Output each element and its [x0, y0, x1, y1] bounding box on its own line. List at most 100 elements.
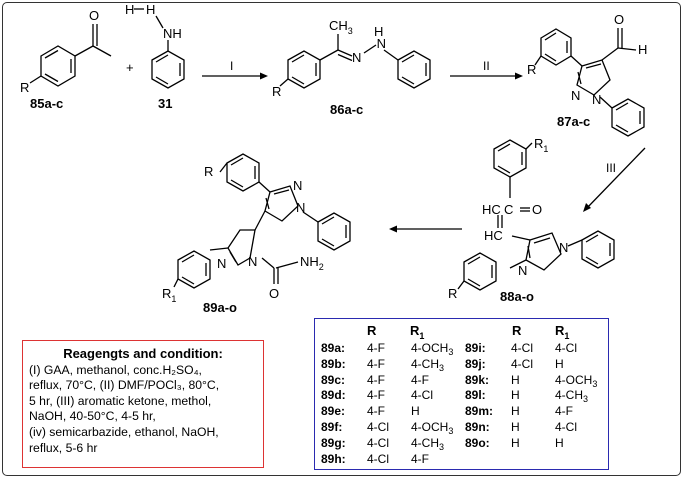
conditions-line-5: (iv) semicarbazide, ethanol, NaOH, — [29, 424, 219, 439]
compound-label-87: 87a-c — [557, 114, 590, 129]
header-r1-right: R1 — [555, 323, 570, 341]
compound-id: 89m: — [465, 404, 494, 419]
atom-HC-88b: HC — [484, 228, 503, 243]
substituent-r1: 4-F — [411, 451, 429, 466]
substituent-r1: 4-Cl — [555, 420, 578, 434]
atom-NH-86: NH — [374, 24, 386, 51]
compound-id: 89b: — [321, 356, 346, 371]
structure-85 — [29, 24, 112, 87]
conditions-line-2: reflux, 70°C, (II) DMF/POCl₃, 80°C, — [29, 378, 220, 393]
conditions-line-6: reflux, 5-6 hr — [29, 440, 98, 455]
atom-N2-88: N — [518, 263, 527, 278]
structure-87 — [534, 28, 645, 137]
substituent-r1: 4-OCH3 — [411, 341, 454, 357]
substituent-r: H — [511, 435, 520, 450]
plus-sign: + — [126, 60, 134, 75]
reagents-conditions-box: Reagengts and condition: (I) GAA, methan… — [22, 340, 264, 468]
atom-H-31b: H — [125, 2, 134, 17]
substituent-r: 4-Cl — [511, 341, 534, 355]
atom-R-88: R — [448, 286, 457, 301]
atom-H-87: H — [638, 42, 647, 57]
compound-id: 89j: — [465, 356, 486, 371]
compound-label-88: 88a-o — [500, 289, 534, 304]
conditions-title: Reagengts and condition: — [63, 346, 223, 361]
atom-R-87: R — [527, 62, 536, 77]
compound-id: 89n: — [465, 420, 490, 434]
substituent-r: H — [511, 420, 520, 434]
scheme-frame — [2, 2, 681, 476]
conditions-line-4: NaOH, 40-50°C, 4-5 hr, — [29, 409, 156, 424]
substituent-r1: 4-OCH3 — [411, 420, 454, 436]
structure-89 — [173, 153, 351, 289]
conditions-line-1: (I) GAA, methanol, conc.H₂SO₄, — [29, 362, 202, 377]
substituent-r1: 4-CH3 — [555, 388, 589, 405]
substituent-r: 4-Cl — [511, 356, 534, 371]
atom-N1-88: N — [559, 240, 568, 255]
atom-O-87: O — [614, 12, 624, 27]
atom-R-89: R — [204, 164, 213, 179]
atom-N1-89: N — [296, 200, 305, 215]
substituent-r: 4-Cl — [367, 451, 390, 466]
atom-R1-89: R1 — [162, 286, 176, 304]
compound-id: 89k: — [465, 372, 490, 387]
substituent-r: 4-F — [367, 404, 385, 419]
atom-O-85: O — [89, 8, 99, 23]
substituent-r1: 4-F — [411, 372, 429, 387]
atom-O-89: O — [269, 286, 279, 301]
substituent-r1: 4-OCH3 — [555, 372, 598, 389]
structure-88 — [457, 139, 615, 291]
atom-H-31a: H — [146, 2, 155, 17]
compound-id: 89i: — [465, 341, 486, 355]
compound-id: 89f: — [321, 420, 343, 434]
substituent-r: H — [511, 404, 520, 419]
substituent-r1: 4-CH3 — [411, 435, 445, 452]
structure-86 — [279, 34, 431, 89]
substituent-r1: 4-Cl — [411, 388, 434, 403]
step-label-2: II — [483, 59, 490, 73]
compound-id: 89c: — [321, 372, 346, 387]
atom-N-pyrazoline-89: N — [248, 254, 257, 269]
compound-label-89: 89a-o — [203, 300, 237, 315]
substituent-r: 4-F — [367, 372, 385, 387]
substituent-r: 4-F — [367, 341, 385, 355]
atom-NH-31: NH — [163, 26, 182, 41]
arrow-step-3 — [585, 147, 646, 210]
substituent-r: H — [511, 372, 520, 387]
header-r-right: R — [512, 323, 522, 338]
conditions-line-3: 5 hr, (III) aromatic ketone, methol, — [29, 393, 212, 408]
atom-N-eq-89: N — [217, 256, 226, 271]
atom-R-85: R — [20, 80, 29, 95]
substituent-r: 4-Cl — [367, 420, 390, 434]
compound-id: 89e: — [321, 404, 346, 419]
atom-N2-89: N — [293, 178, 302, 193]
atom-R1-88: R1 — [534, 136, 548, 154]
atom-N1-86: N — [352, 50, 361, 65]
atom-HC-88a: HC — [482, 202, 501, 217]
atom-C-88: C — [504, 202, 513, 217]
substituent-r: H — [511, 388, 520, 403]
substituent-r1: H — [555, 435, 564, 450]
atom-O-88: O — [532, 202, 542, 217]
compound-id: 89o: — [465, 435, 490, 450]
substituent-r: 4-Cl — [367, 435, 390, 450]
step-label-1: I — [230, 59, 233, 73]
substituent-r1: 4-CH3 — [411, 356, 445, 373]
compound-label-31: 31 — [158, 96, 172, 111]
atom-N1-87: N — [592, 92, 601, 107]
compound-label-85: 85a-c — [30, 96, 63, 111]
compound-label-86: 86a-c — [330, 102, 363, 117]
compound-id: 89g: — [321, 435, 346, 450]
compound-id: 89h: — [321, 451, 346, 466]
compound-id: 89l: — [465, 388, 486, 403]
substituent-r: 4-F — [367, 388, 385, 403]
substituent-r1: 4-F — [555, 404, 573, 419]
compound-id: 89d: — [321, 388, 346, 403]
compound-id: 89a: — [321, 341, 346, 355]
atom-N2-87: N — [571, 88, 580, 103]
atom-R-86: R — [272, 84, 281, 99]
substituent-r1: H — [555, 356, 564, 371]
structure-31 — [151, 15, 185, 89]
